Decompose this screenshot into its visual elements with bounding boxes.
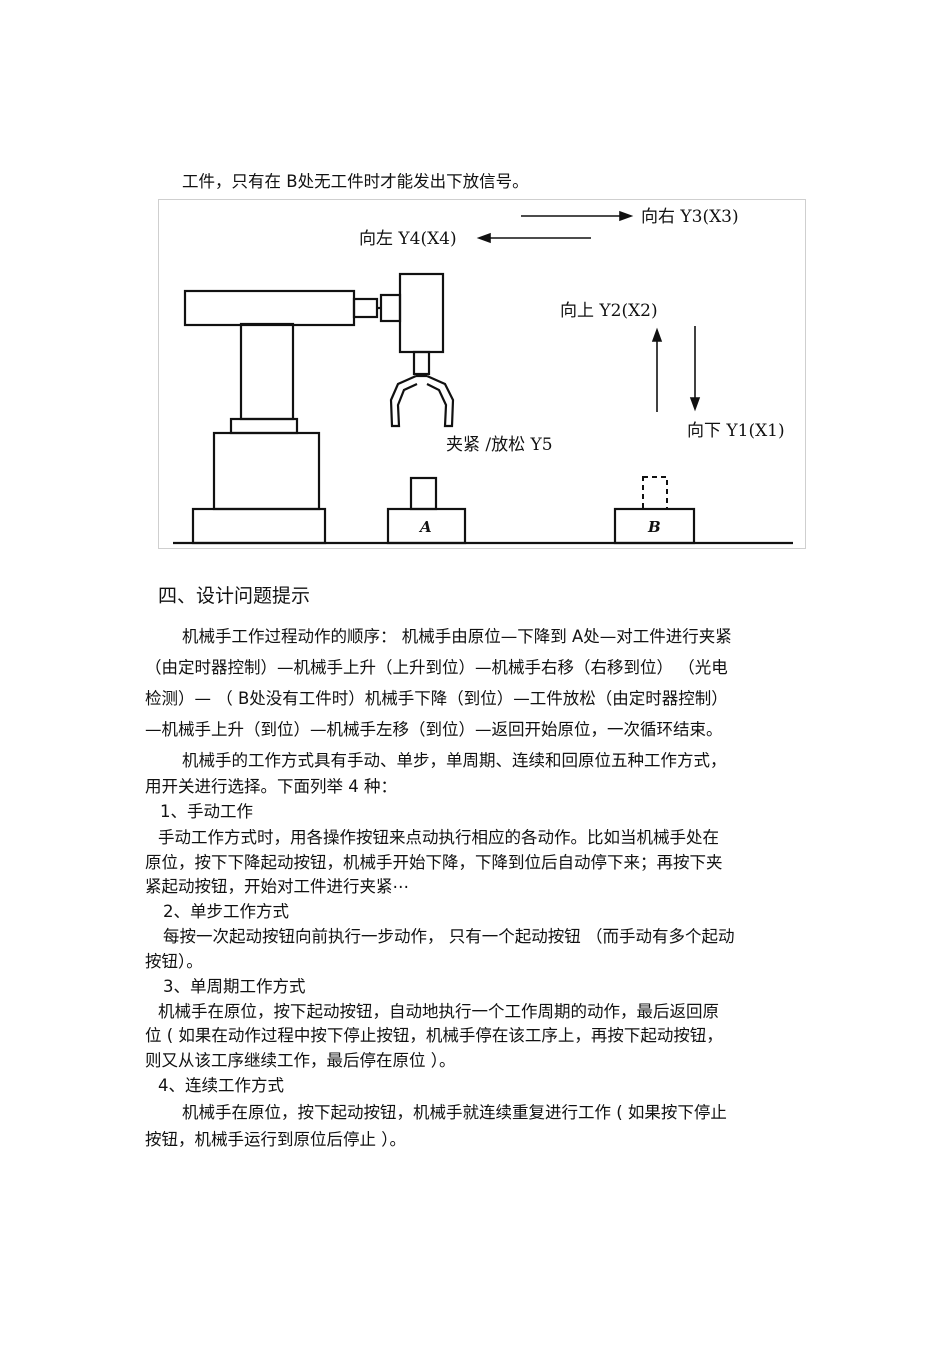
body-line: 机械手工作过程动作的顺序： 机械手由原位—下降到 A处—对工件进行夹紧 (182, 627, 732, 646)
label-left: 向左 Y4(X4) (359, 229, 457, 249)
wrist-block (398, 272, 445, 354)
wrist-collar (379, 293, 402, 323)
gripper-neck (412, 350, 431, 376)
body-line: 位 ( 如果在动作过程中按下停止按钮，机械手停在该工序上，再按下起动按钮， (145, 1026, 723, 1045)
gripper-right-jaw (426, 374, 455, 428)
body-line: 机械手在原位，按下起动按钮，机械手就连续重复进行工作 ( 如果按下停止 (182, 1103, 727, 1122)
body-line: 按钮，机械手运行到原位后停止 ）。 (145, 1130, 406, 1149)
workpiece-a (409, 476, 438, 511)
arm-connector (352, 297, 379, 319)
subheading: 3、单周期工作方式 (163, 977, 306, 996)
robot-column (239, 322, 295, 421)
body-line: 用开关进行选择。下面列举 4 种： (145, 777, 397, 796)
station-b-base (613, 507, 696, 545)
subheading: 2、单步工作方式 (163, 902, 289, 921)
robot-arm (183, 289, 356, 327)
gripper-left-jaw (389, 374, 418, 428)
robot-body (212, 431, 321, 511)
station-b-label: B (647, 518, 661, 536)
intro-line: 工件，只有在 B处无工件时才能发出下放信号。 (182, 172, 529, 191)
robot-neck (229, 417, 299, 435)
body-line: 机械手的工作方式具有手动、单步，单周期、连续和回原位五种工作方式， (182, 751, 727, 770)
workpiece-b-dashed (642, 476, 668, 510)
body-line: 机械手在原位，按下起动按钮，自动地执行一个工作周期的动作，最后返回原 (158, 1002, 719, 1021)
label-right: 向右 Y3(X3) (641, 207, 739, 227)
body-line: 按钮）。 (145, 952, 203, 971)
body-line: 检测）— （ B处没有工件时）机械手下降（到位）—工件放松（由定时器控制） (145, 689, 728, 708)
body-line: （由定时器控制）—机械手上升（上升到位）—机械手右移（右移到位） （光电 (145, 658, 728, 677)
label-down: 向下 Y1(X1) (687, 421, 785, 441)
robot-arm-diagram: 向左 Y4(X4) 向右 Y3(X3) 向上 Y2(X2) 向下 Y1(X1) … (158, 199, 806, 549)
body-line: —机械手上升（到位）—机械手左移（到位）—返回开始原位，一次循环结束。 (145, 720, 723, 739)
body-line: 原位，按下下降起动按钮，机械手开始下降，下降到位后自动停下来；再按下夹 (145, 853, 723, 872)
robot-base (191, 507, 327, 545)
body-line: 则又从该工序继续工作，最后停在原位 ）。 (145, 1051, 456, 1070)
label-clamp: 夹紧 /放松 Y5 (446, 435, 553, 455)
body-line: 紧起动按钮，开始对工件进行夹紧⋯ (145, 877, 409, 896)
body-line: 每按一次起动按钮向前执行一步动作， 只有一个起动按钮 （而手动有多个起动 (163, 927, 735, 946)
label-up: 向上 Y2(X2) (560, 301, 658, 321)
subheading: 4、连续工作方式 (158, 1076, 284, 1095)
station-a-label: A (418, 518, 432, 536)
subheading: 1、手动工作 (160, 802, 253, 821)
section-heading: 四、设计问题提示 (158, 585, 311, 607)
body-line: 手动工作方式时，用各操作按钮来点动执行相应的各动作。比如当机械手处在 (158, 828, 719, 847)
